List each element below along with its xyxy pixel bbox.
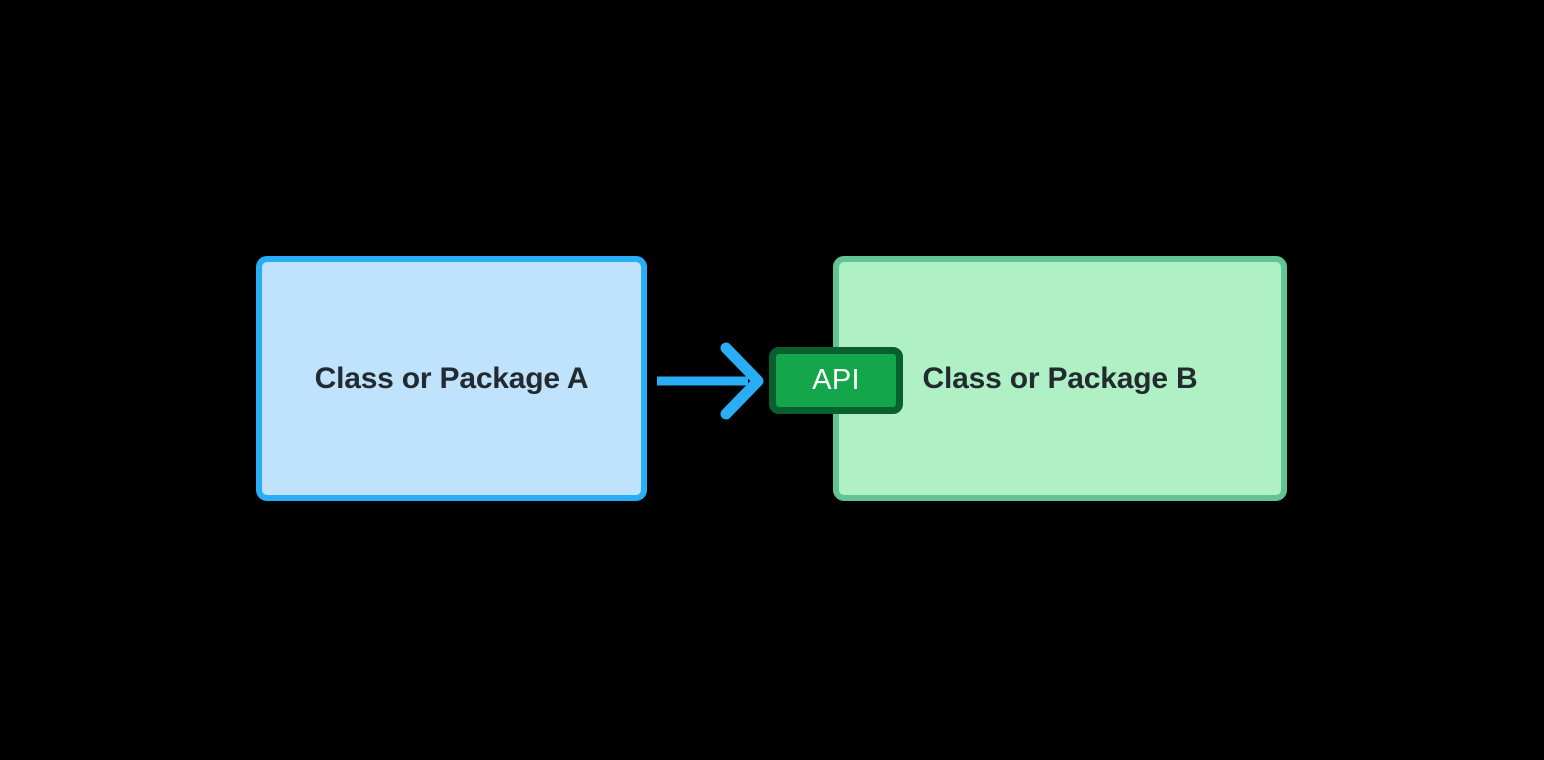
package-b-label: Class or Package B [922,361,1198,395]
package-a-box[interactable]: Class or Package A [256,256,647,501]
package-a-label: Class or Package A [314,361,589,395]
arrow-icon [657,342,764,420]
dependency-arrow[interactable] [650,336,770,426]
api-badge[interactable]: API [769,347,903,414]
api-badge-label: API [812,364,860,396]
